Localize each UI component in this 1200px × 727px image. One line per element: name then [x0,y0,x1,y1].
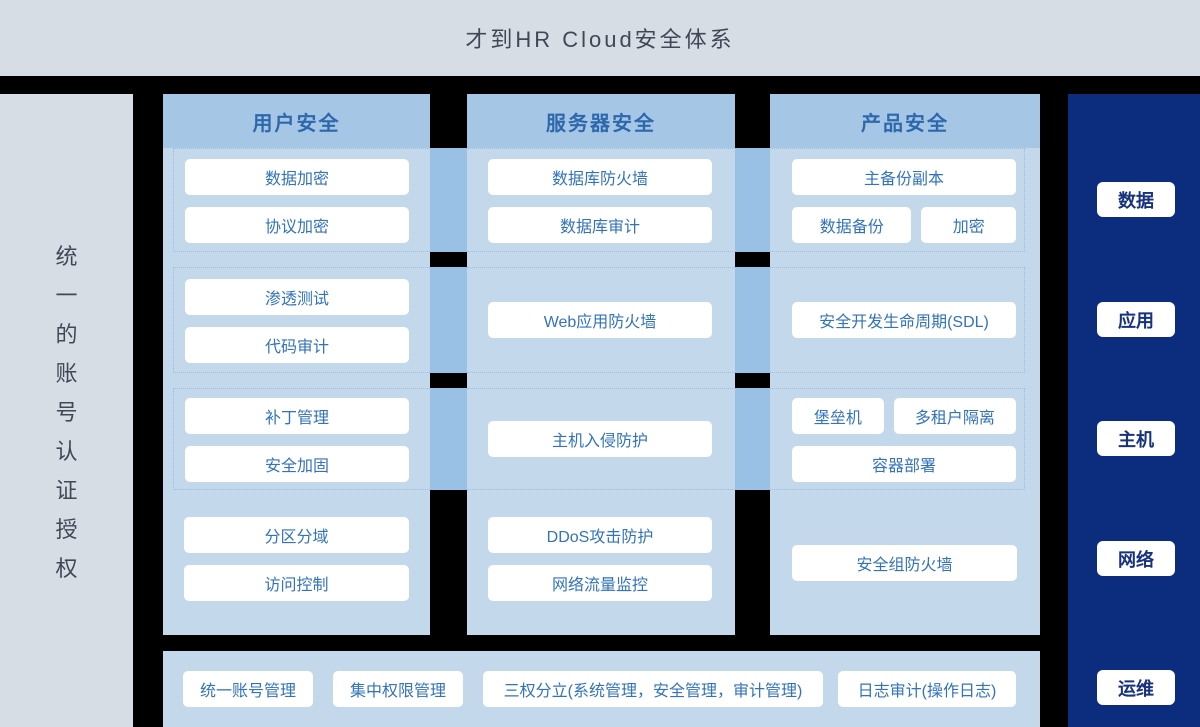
group-user-host: 补丁管理 安全加固 [173,388,430,490]
item-database-firewall: 数据库防火墙 [488,159,712,195]
item-web-application-firewall: Web应用防火墙 [488,302,712,338]
group-server-host: 主机入侵防护 [467,388,735,490]
item-network-traffic-monitoring: 网络流量监控 [488,565,712,601]
column-user-security: 用户安全 数据加密 协议加密 渗透测试 代码审计 补丁管理 安全加固 分区分域 … [163,94,430,635]
item-protocol-encryption: 协议加密 [185,207,409,243]
left-panel-unified-auth: 统一的账号认证授权 [0,94,133,727]
connector-strip [430,267,467,373]
item-host-intrusion-prevention: 主机入侵防护 [488,421,712,457]
group-server-data: 数据库防火墙 数据库审计 [467,148,735,252]
connector-strip [735,388,770,490]
item-encryption: 加密 [921,207,1016,243]
item-data-encryption: 数据加密 [185,159,409,195]
group-server-network: DDoS攻击防护 网络流量监控 [467,490,735,635]
connector-strip [430,388,467,490]
item-sdl: 安全开发生命周期(SDL) [792,302,1016,338]
item-unified-account-management: 统一账号管理 [183,671,313,707]
connector-strip [735,267,770,373]
group-server-app: Web应用防火墙 [467,267,735,373]
item-security-group-firewall: 安全组防火墙 [792,544,1017,581]
group-user-network: 分区分域 访问控制 [173,490,430,635]
item-database-audit: 数据库审计 [488,207,712,243]
group-product-app: 安全开发生命周期(SDL) [770,267,1025,373]
layer-data: 数据 [1097,182,1175,217]
item-centralized-permission-management: 集中权限管理 [333,671,463,707]
item-multi-tenant-isolation: 多租户隔离 [893,398,1016,434]
page-title: 才到HR Cloud安全体系 [465,27,735,52]
column-server-security: 服务器安全 数据库防火墙 数据库审计 Web应用防火墙 主机入侵防护 DDoS攻… [467,94,735,635]
item-security-hardening: 安全加固 [185,446,409,482]
top-banner: 才到HR Cloud安全体系 [0,0,1200,76]
item-patch-management: 补丁管理 [185,398,409,434]
group-product-data: 主备份副本 数据备份 加密 [770,148,1025,252]
column-header-user-security: 用户安全 [163,94,430,148]
column-product-security: 产品安全 主备份副本 数据备份 加密 安全开发生命周期(SDL) 堡垒机 多租户… [770,94,1040,635]
group-product-host: 堡垒机 多租户隔离 容器部署 [770,388,1025,490]
layer-application: 应用 [1097,302,1175,337]
layer-host: 主机 [1097,421,1175,456]
bottom-bar-governance: 统一账号管理 集中权限管理 三权分立(系统管理，安全管理，审计管理) 日志审计(… [163,651,1040,727]
column-header-server-security: 服务器安全 [467,94,735,148]
connector-strip [430,148,467,252]
item-log-audit: 日志审计(操作日志) [838,671,1016,707]
connector-strip [735,148,770,252]
item-container-deployment: 容器部署 [792,446,1016,482]
group-user-data: 数据加密 协议加密 [173,148,430,252]
item-bastion-host: 堡垒机 [792,398,884,434]
group-user-app: 渗透测试 代码审计 [173,267,430,373]
layer-network: 网络 [1097,541,1175,576]
item-data-backup: 数据备份 [792,207,912,243]
item-primary-backup-replica: 主备份副本 [792,159,1016,195]
unified-auth-vertical-label: 统一的账号认证授权 [55,243,78,581]
item-ddos-protection: DDoS攻击防护 [488,517,712,553]
layer-operations: 运维 [1097,670,1175,705]
group-product-network: 安全组防火墙 [770,490,1025,635]
item-access-control: 访问控制 [184,565,409,601]
item-code-audit: 代码审计 [185,327,409,363]
item-separation-of-three-powers: 三权分立(系统管理，安全管理，审计管理) [483,671,823,707]
item-partition-zoning: 分区分域 [184,517,409,553]
right-panel-layers: 数据 应用 主机 网络 运维 [1068,94,1200,727]
item-penetration-testing: 渗透测试 [185,279,409,315]
column-header-product-security: 产品安全 [770,94,1040,148]
